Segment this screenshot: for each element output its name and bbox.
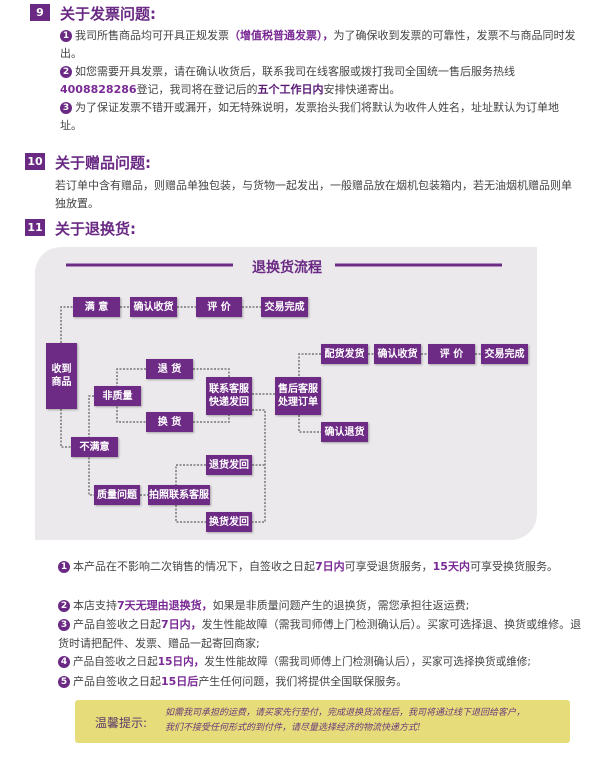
- connector: [193, 368, 230, 377]
- node-review-2: 评 价: [428, 344, 475, 364]
- connector: [252, 409, 266, 523]
- connector: [60, 409, 71, 448]
- text: 如您需要开具发票，请在确认收货后，联系我司在线客服或拨打我司全国统一售后服务热线: [75, 65, 515, 78]
- text: 登记，我司将在登记后的: [136, 83, 258, 96]
- highlight: 7天无理由退换货，: [117, 599, 213, 612]
- section-title: 关于赠品问题:: [55, 154, 151, 172]
- tip-line: 如需我司承担的运费，请买家先行垫付，完成退换货流程后，我司将通过线下退回给客户，: [165, 708, 526, 718]
- node-review: 评 价: [196, 297, 242, 317]
- text: 本店支持: [73, 599, 117, 612]
- tip-label: 温馨提示:: [95, 716, 148, 730]
- node-aftersale: 售后客服处理订单: [275, 377, 321, 415]
- number-badge: 3: [60, 102, 72, 114]
- number-badge: 4: [58, 656, 70, 668]
- connector: [193, 415, 230, 423]
- number-badge: 2: [58, 600, 70, 612]
- section-title: 关于退换货:: [55, 220, 136, 238]
- node-received: 收到商品: [46, 343, 77, 409]
- text: 产品自签收之日起: [73, 675, 161, 688]
- text: 为了保证发票不错开或漏开，如无特殊说明，发票抬头我们将默认为收件人姓名，址址默认…: [60, 101, 559, 132]
- node-non-quality: 非质量: [94, 386, 141, 406]
- text: 发生性能故障（需我司师傅上门检测确认后），买家可选择换货或维修;: [204, 656, 531, 668]
- number-badge: 2: [60, 66, 72, 78]
- highlight: 15日后: [161, 675, 199, 688]
- node-confirm-receipt-2: 确认收货: [374, 344, 421, 364]
- tip-text: 如需我司承担的运费，请买家先行垫付，完成退换货流程后，我司将通过线下退回给客户，…: [165, 706, 525, 736]
- node-return-ship: 退货发回: [206, 455, 252, 475]
- connector: [60, 306, 73, 343]
- text: 产品自签收之日起: [73, 656, 158, 668]
- text: 我司所售商品均可开具正规发票: [75, 29, 229, 42]
- text: 产生任何问题，我们将提供全国联保服务。: [198, 675, 408, 688]
- node-exchange-ship: 换货发回: [206, 512, 252, 532]
- tip-line: 我们不接受任何形式的到付件，请尽量选择经济的物流快递方式!: [165, 723, 421, 733]
- node-exchange: 换 货: [146, 412, 193, 432]
- connector: [298, 415, 321, 433]
- warm-tip-box: 温馨提示: 如需我司承担的运费，请买家先行垫付，完成退换货流程后，我司将通过线下…: [75, 700, 570, 743]
- number-badge: 3: [58, 619, 70, 631]
- node-dispatch: 配货发货: [321, 344, 368, 364]
- gift-text: 若订单中含有赠品，则赠品单独包装，与货物一起发出，一般赠品放在烟机包装箱内，若无…: [55, 179, 572, 210]
- node-quality-issue: 质量问题: [94, 485, 140, 505]
- connector: [175, 464, 206, 523]
- text: 发生性能故障（需我司师傅上门检测确认后）。买家可选择退、换货或维修。退货时请把配…: [58, 618, 582, 650]
- number-badge: 5: [58, 676, 70, 688]
- text: 本产品在不影响二次销售的情况下，自签收之日起: [73, 560, 315, 573]
- connector: [298, 353, 321, 377]
- section-title: 关于发票问题:: [60, 5, 156, 23]
- section-number: 9: [30, 4, 50, 21]
- highlight: 15日内，: [157, 656, 205, 668]
- node-satisfied: 满 意: [73, 297, 120, 317]
- highlight: 7日内，: [161, 618, 202, 631]
- node-confirm-return: 确认退货: [321, 422, 368, 442]
- hotline: 4008828286: [60, 83, 137, 96]
- flowchart-title: 退换货流程: [252, 260, 322, 276]
- section-number: 11: [25, 219, 45, 236]
- node-return: 退 货: [146, 359, 193, 379]
- node-unsatisfied: 不满意: [71, 437, 118, 457]
- text: 如果是非质量问题产生的退换货，需您承担往返运费;: [212, 599, 470, 612]
- text: 可享受退货服务，: [344, 560, 433, 573]
- highlight: 五个工作日内: [257, 83, 324, 96]
- number-badge: 1: [58, 561, 70, 573]
- section-number: 10: [25, 153, 45, 170]
- node-photo-contact: 拍照联系客服: [148, 485, 210, 505]
- text: 为了确保收到发票的可靠性，发票不与商品同时发出。: [60, 29, 576, 60]
- node-confirm-receipt: 确认收货: [130, 297, 177, 317]
- node-complete-2: 交易完成: [481, 344, 528, 364]
- node-contact-ship: 联系客服快递发回: [206, 377, 252, 415]
- highlight: 15天内: [432, 560, 470, 573]
- number-badge: 1: [60, 30, 72, 42]
- text: 可享受换货服务。: [469, 560, 558, 573]
- highlight: （增值税普通发票），: [229, 29, 334, 42]
- highlight: 7日内: [315, 560, 345, 573]
- node-complete: 交易完成: [261, 297, 308, 317]
- connector: [116, 368, 146, 423]
- text: 产品自签收之日起: [73, 618, 161, 631]
- text: 安排快递寄出。: [323, 83, 401, 96]
